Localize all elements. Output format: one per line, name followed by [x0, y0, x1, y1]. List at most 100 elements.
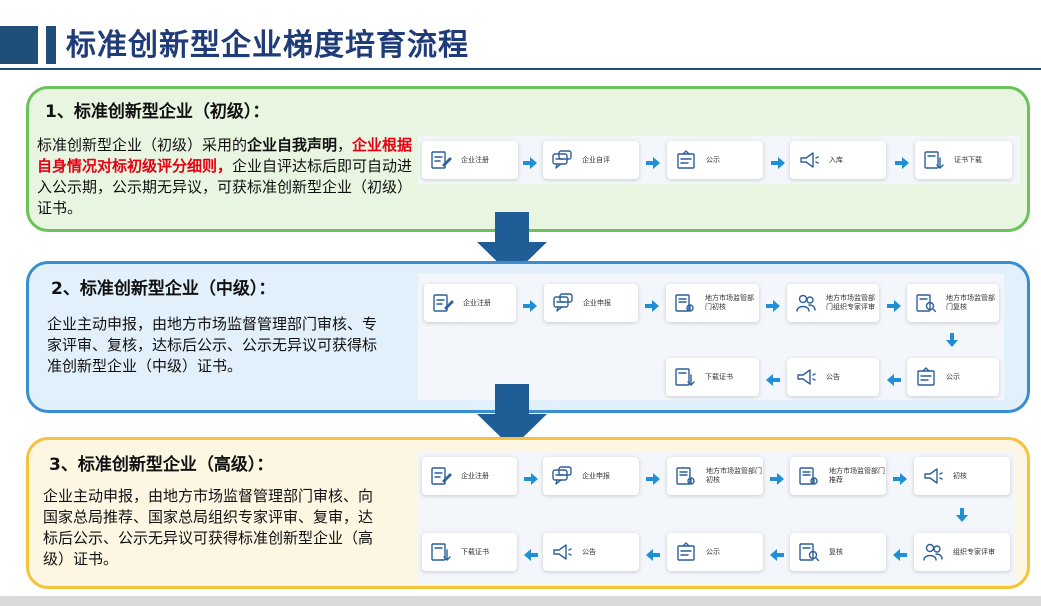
review-doc-icon: [798, 465, 820, 487]
register-icon: [430, 465, 452, 487]
step-node: 企业自评: [543, 141, 639, 179]
notice-board-icon: [675, 541, 697, 563]
level-description: 企业主动申报，由地方市场监督管理部门审核、专家评审、复核，达标后公示、公示无异议…: [47, 315, 378, 375]
step-label: 复核: [829, 547, 843, 556]
step-label: 地方市场监管部门初核: [706, 467, 762, 484]
arrow-left-icon: [766, 371, 780, 386]
step-label: 企业注册: [461, 155, 489, 164]
flow-intermediate: 企业注册 企业申报 地方市场监管部门初核 地方市场监管部门组织专家评审 地方市场…: [418, 274, 1004, 400]
step-node: 地方市场监管部门初核: [667, 457, 763, 495]
arrow-left-icon: [893, 546, 907, 561]
chat-icon: [552, 292, 574, 314]
step-node: 企业注册: [424, 284, 516, 322]
step-node: 企业注册: [422, 141, 518, 179]
step-node: 下载证书: [422, 533, 517, 571]
arrow-right-icon: [887, 297, 901, 312]
arrow-right-icon: [771, 154, 785, 169]
notice-board-icon: [675, 149, 697, 171]
step-label: 企业注册: [463, 298, 491, 307]
arrow-right-icon: [893, 470, 907, 485]
big-down-arrow-icon: [477, 212, 547, 276]
step-label: 组织专家评审: [953, 547, 995, 556]
megaphone-icon: [798, 149, 820, 171]
arrow-down-icon: [956, 507, 968, 522]
arrow-right-icon: [646, 154, 660, 169]
step-label: 企业申报: [583, 298, 611, 307]
step-label: 企业自评: [582, 155, 610, 164]
step-node: 初核: [914, 457, 1010, 495]
download-doc-icon: [923, 149, 945, 171]
arrow-right-icon: [766, 297, 780, 312]
arrow-left-icon: [646, 546, 660, 561]
flow-senior: 企业注册 企业申报 地方市场监管部门初核 地方市场监管部门推荐 初核 组织专家评…: [418, 452, 1015, 584]
step-label: 证书下载: [954, 155, 982, 164]
desc-text: 企业自评达标后即可自动进入公示期，公示期无异议，可获标准创新型企业（初级）证书。: [37, 157, 413, 217]
step-label: 公告: [582, 547, 596, 556]
arrow-left-icon: [887, 371, 901, 386]
step-node: 企业注册: [422, 457, 517, 495]
level-heading: 3、标准创新型企业（高级）：: [49, 455, 274, 475]
arrow-right-icon: [895, 154, 909, 169]
header-accent-bar: [46, 26, 56, 64]
step-node: 下载证书: [666, 358, 759, 396]
download-doc-icon: [674, 366, 696, 388]
review-doc-icon: [675, 465, 697, 487]
arrow-right-icon: [524, 470, 538, 485]
header-divider: [0, 68, 1041, 70]
page-title: 标准创新型企业梯度培育流程: [66, 28, 469, 63]
step-node: 组织专家评审: [914, 533, 1010, 571]
step-node: 地方市场监管部门复核: [907, 284, 999, 322]
step-node: 地方市场监管部门组织专家评审: [787, 284, 879, 322]
flow-junior: 企业注册 企业自评 公示 入库 证书下载: [418, 136, 1020, 184]
step-node: 证书下载: [915, 141, 1012, 179]
step-label: 地方市场监管部门初核: [705, 294, 754, 311]
step-node: 公告: [787, 358, 879, 396]
arrow-left-icon: [770, 546, 784, 561]
search-doc-icon: [798, 541, 820, 563]
megaphone-icon: [795, 366, 817, 388]
step-label: 公示: [706, 155, 720, 164]
step-node: 公示: [667, 141, 763, 179]
step-node: 入库: [790, 141, 886, 179]
step-node: 企业申报: [544, 284, 638, 322]
arrow-right-icon: [770, 470, 784, 485]
chat-icon: [551, 149, 573, 171]
footer-strip: [0, 596, 1041, 606]
arrow-right-icon: [645, 297, 659, 312]
megaphone-icon: [922, 465, 944, 487]
step-label: 入库: [829, 155, 843, 164]
arrow-right-icon: [523, 154, 537, 169]
step-label: 地方市场监管部门推荐: [829, 467, 885, 484]
step-node: 地方市场监管部门推荐: [790, 457, 886, 495]
arrow-down-icon: [946, 332, 958, 347]
step-node: 公示: [907, 358, 999, 396]
big-down-arrow-icon: [477, 384, 547, 448]
step-label: 企业申报: [582, 471, 610, 480]
register-icon: [430, 149, 452, 171]
experts-icon: [795, 292, 817, 314]
step-label: 下载证书: [705, 372, 733, 381]
header-accent-block: [0, 26, 38, 64]
desc-bold-text: 企业自我声明: [247, 136, 338, 154]
step-node: 复核: [790, 533, 886, 571]
arrow-left-icon: [524, 546, 538, 561]
notice-board-icon: [915, 366, 937, 388]
step-label: 地方市场监管部门复核: [946, 294, 995, 311]
level-heading: 2、标准创新型企业（中级）：: [51, 279, 276, 299]
experts-icon: [922, 541, 944, 563]
step-label: 公示: [946, 372, 960, 381]
search-doc-icon: [915, 292, 937, 314]
step-label: 地方市场监管部门组织专家评审: [826, 294, 875, 311]
step-node: 地方市场监管部门初核: [666, 284, 759, 322]
level-description: 标准创新型企业（初级）采用的企业自我声明，企业根据自身情况对标初级评分细则，企业…: [37, 135, 417, 219]
step-label: 初核: [953, 471, 967, 480]
arrow-right-icon: [646, 470, 660, 485]
download-doc-icon: [430, 541, 452, 563]
register-icon: [432, 292, 454, 314]
level-description: 企业主动申报，由地方市场监督管理部门审核、向国家总局推荐、国家总局组织专家评审、…: [43, 487, 374, 568]
desc-text: 标准创新型企业（初级）采用的: [37, 136, 248, 154]
step-node: 企业申报: [543, 457, 639, 495]
megaphone-icon: [551, 541, 573, 563]
step-label: 公告: [826, 372, 840, 381]
step-label: 公示: [706, 547, 720, 556]
